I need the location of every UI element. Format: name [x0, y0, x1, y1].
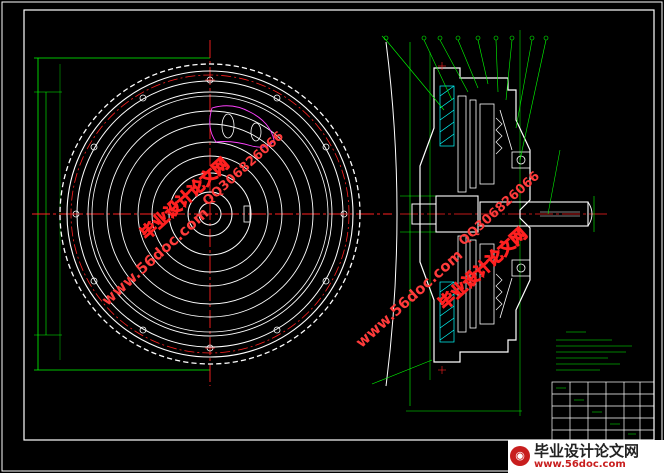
flywheel-section-outline [419, 67, 531, 363]
inner-frame [23, 9, 655, 441]
site-footer-badge[interactable]: ◉ 毕业设计论文网 www.56doc.com [508, 440, 664, 473]
footer-site-url[interactable]: www.56doc.com [534, 458, 626, 470]
part-leaders [371, 35, 561, 385]
title-block [551, 381, 655, 441]
gear-ring [59, 63, 361, 365]
section-view [371, 30, 610, 416]
footer-site-name: 毕业设计论文网 [534, 441, 640, 460]
release-lever-outline [209, 105, 275, 148]
front-view [32, 40, 392, 386]
shaft [479, 201, 589, 227]
technical-notes [556, 331, 632, 371]
site-logo-icon: ◉ [510, 446, 530, 466]
